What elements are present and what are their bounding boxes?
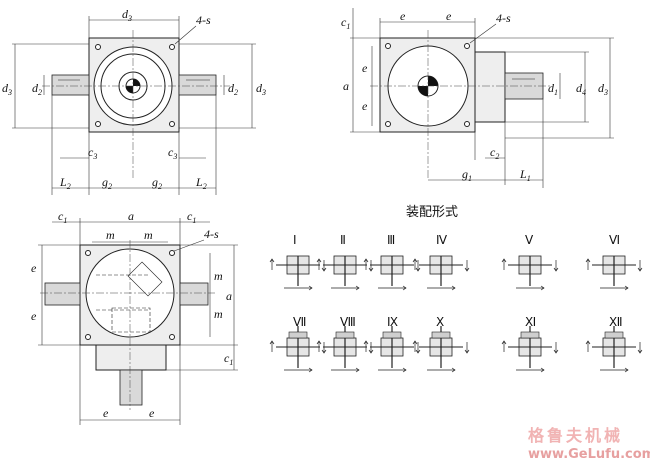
dim-L1: L1	[519, 167, 531, 183]
bottom-shaft	[119, 369, 143, 406]
assembly-form-2: Ⅱ	[316, 233, 374, 291]
dim-g2-right: g2	[152, 175, 162, 191]
bolt-hole	[95, 121, 101, 127]
watermark: 格鲁夫机械 www.GeLufu.com	[528, 426, 650, 462]
dim-e-top-2: e	[446, 9, 452, 23]
dim-a: a	[343, 79, 349, 93]
dim-e-left-2: e	[31, 309, 37, 323]
dim-g1: g1	[462, 167, 472, 183]
dim-c3-right: c3	[168, 145, 177, 161]
front-view-dual-shaft: d3 4-s d3 d2 d2 d3 c3 c3 L2 g2 g2 L2	[2, 7, 266, 195]
dim-m-right-2: m	[214, 307, 223, 321]
assembly-form-label: Ⅸ	[387, 315, 398, 329]
left-shaft	[44, 282, 81, 306]
bolt-hole	[169, 44, 175, 50]
right-shaft	[179, 282, 209, 306]
assembly-form-10: Ⅹ	[412, 315, 470, 373]
dim-c1: c1	[341, 15, 350, 31]
assembly-form-label: Ⅴ	[525, 233, 534, 247]
dim-e-bottom-2: e	[149, 406, 155, 420]
assembly-forms: 装配形式 Ⅰ Ⅱ Ⅲ Ⅳ Ⅴ Ⅵ Ⅶ Ⅷ Ⅸ Ⅹ Ⅺ Ⅻ	[269, 205, 643, 373]
watermark-chinese: 格鲁夫机械	[528, 426, 623, 445]
dim-m-right-1: m	[214, 269, 223, 283]
bolt-hole	[95, 44, 101, 50]
dim-c1-right: c1	[187, 209, 196, 225]
assembly-form-label: Ⅵ	[609, 233, 620, 247]
dim-m-top-1: m	[106, 228, 115, 242]
dim-c1-left: c1	[58, 209, 67, 225]
dim-e-side-2: e	[362, 99, 368, 113]
dim-a-right: a	[226, 289, 232, 303]
dim-L2-right: L2	[195, 175, 207, 191]
dim-g2-left: g2	[102, 175, 112, 191]
dim-e-top-1: e	[400, 9, 406, 23]
watermark-url: www.GeLufu.com	[528, 447, 650, 462]
assembly-form-11: Ⅺ	[501, 315, 559, 373]
assembly-form-8: Ⅷ	[316, 315, 374, 373]
dim-c3-left: c3	[88, 145, 97, 161]
assembly-form-label: Ⅱ	[340, 233, 346, 247]
dim-c1-side: c1	[224, 351, 233, 367]
dim-c2: c2	[490, 145, 499, 161]
assembly-form-label: Ⅳ	[436, 233, 447, 247]
assembly-form-label: Ⅷ	[340, 315, 356, 329]
assembly-forms-title: 装配形式	[406, 205, 458, 220]
dim-d2-right: d2	[228, 81, 238, 97]
assembly-form-12: Ⅻ	[585, 315, 643, 373]
left-shaft	[51, 74, 90, 96]
dim-d3-left: d3	[2, 81, 12, 97]
dim-e-bottom-1: e	[103, 406, 109, 420]
assembly-form-label: Ⅹ	[436, 315, 444, 329]
assembly-form-5: Ⅴ	[501, 233, 559, 291]
dim-a-top: a	[128, 209, 134, 223]
side-view-single-shaft: c1 e e 4-s a e e d1 d4 d3 c2	[341, 8, 614, 188]
dim-e-side-1: e	[362, 61, 368, 75]
assembly-form-4: Ⅳ	[412, 233, 470, 291]
assembly-form-7: Ⅶ	[269, 315, 327, 373]
assembly-form-3: Ⅲ	[363, 233, 421, 291]
assembly-form-6: Ⅵ	[585, 233, 643, 291]
label-4s-holes: 4-s	[496, 11, 511, 25]
dim-d3-top: d3	[122, 7, 132, 23]
assembly-form-label: Ⅰ	[293, 233, 297, 247]
dim-d1: d1	[548, 81, 558, 97]
bearing-collar	[474, 51, 506, 123]
assembly-form-label: Ⅻ	[609, 315, 623, 329]
dim-m-top-2: m	[144, 228, 153, 242]
assembly-form-label: Ⅲ	[387, 233, 395, 247]
dim-d3: d3	[598, 81, 608, 97]
label-4s-holes: 4-s	[196, 13, 211, 27]
bottom-bearing-collar	[95, 344, 167, 371]
top-view-three-shaft: c1 a c1 m m 4-s e e m m a c1 e e	[31, 209, 238, 425]
assembly-form-grid: Ⅰ Ⅱ Ⅲ Ⅳ Ⅴ Ⅵ Ⅶ Ⅷ Ⅸ Ⅹ Ⅺ Ⅻ	[269, 233, 643, 373]
right-shaft	[178, 74, 217, 96]
dim-d3-right: d3	[256, 81, 266, 97]
assembly-form-label: Ⅶ	[293, 315, 306, 329]
bolt-hole	[169, 121, 175, 127]
assembly-form-label: Ⅺ	[525, 315, 536, 329]
dim-e-left-1: e	[31, 261, 37, 275]
dim-d4: d4	[576, 81, 586, 97]
dim-L2-left: L2	[59, 175, 71, 191]
label-4s-holes: 4-s	[204, 227, 219, 241]
dim-d2-left: d2	[32, 81, 42, 97]
assembly-form-9: Ⅸ	[363, 315, 421, 373]
assembly-form-1: Ⅰ	[269, 233, 327, 291]
